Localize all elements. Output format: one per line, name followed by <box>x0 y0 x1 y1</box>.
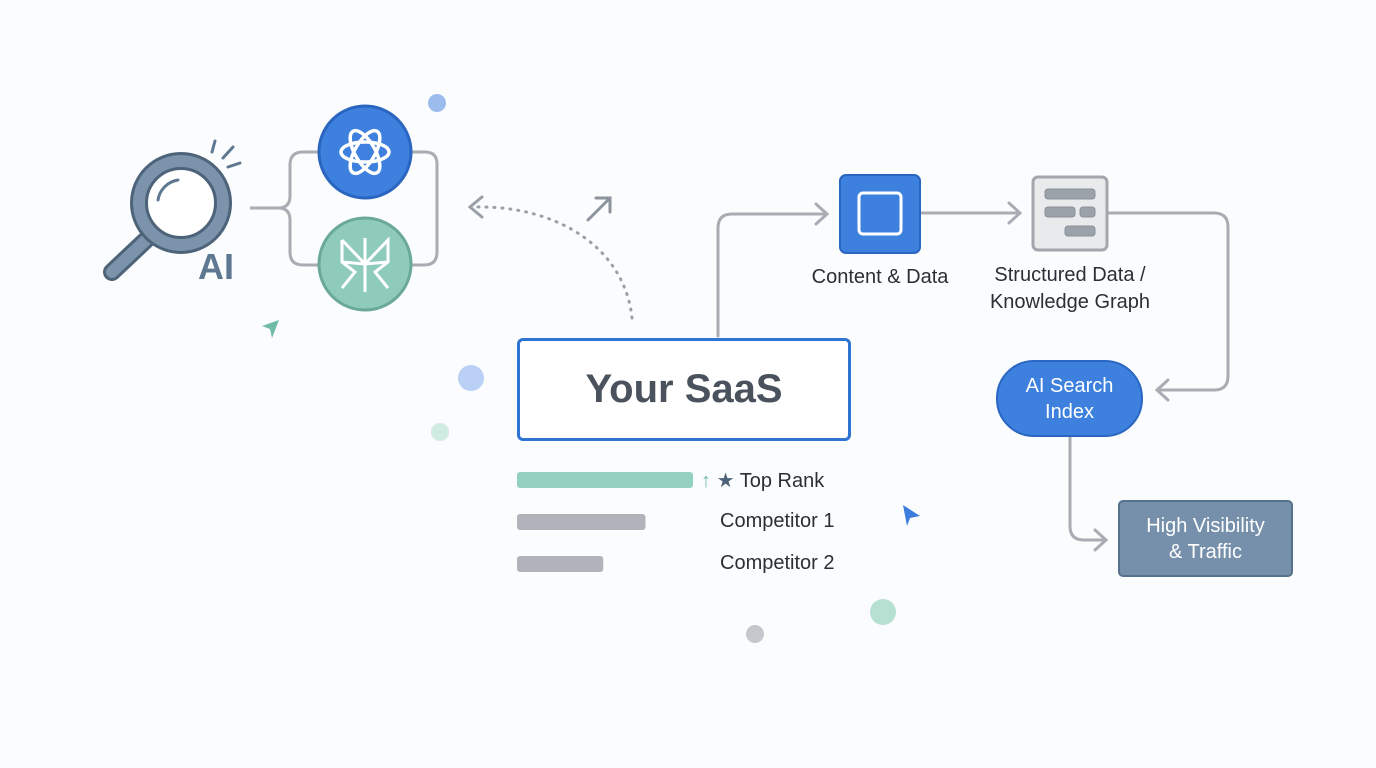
decor-dot <box>870 599 896 625</box>
decor-dot <box>431 423 449 441</box>
arrow-up-icon: ↑ <box>701 470 711 492</box>
decor-dot <box>746 625 764 643</box>
decor-dot <box>428 94 446 112</box>
content-data-icon <box>839 174 921 254</box>
your-saas-box: Your SaaS <box>517 338 851 441</box>
index-line: AI Search <box>1025 374 1114 397</box>
decor-dot <box>458 365 484 391</box>
rank-bar <box>517 556 604 572</box>
ai-label: AI <box>198 246 234 287</box>
magnifier-icon <box>103 139 242 281</box>
rank-bar <box>517 514 646 530</box>
index-line: Index <box>1045 400 1094 423</box>
flow-lines <box>716 201 1230 552</box>
result-line: & Traffic <box>1168 540 1242 563</box>
arrow-up-right-icon <box>586 196 612 222</box>
rank-label: Competitor 1 <box>720 510 835 532</box>
structured-data-label: Structured Data / Knowledge Graph <box>960 262 1180 316</box>
high-visibility-node: High Visibility & Traffic <box>1118 500 1293 577</box>
rank-label: Competitor 2 <box>720 552 835 574</box>
dotted-arc-arrow <box>472 205 634 320</box>
structured-data-line: Knowledge Graph <box>989 291 1151 313</box>
content-data-label: Content & Data <box>811 266 949 288</box>
cursor-icon <box>262 320 279 338</box>
rank-bar <box>517 472 693 488</box>
cursor-icon <box>903 505 920 526</box>
structured-data-line: Structured Data / <box>994 264 1146 286</box>
connector-lines <box>250 150 439 267</box>
rank-row-top: ↑ ★ Top Rank <box>701 468 824 493</box>
star-icon: ★ <box>716 470 735 492</box>
chatgpt-logo-icon <box>317 104 413 200</box>
ranking-bars <box>517 472 693 572</box>
perplexity-logo-icon <box>317 216 413 312</box>
structured-data-icon <box>1031 175 1109 252</box>
rank-label: Top Rank <box>739 470 825 492</box>
result-line: High Visibility <box>1146 514 1265 537</box>
